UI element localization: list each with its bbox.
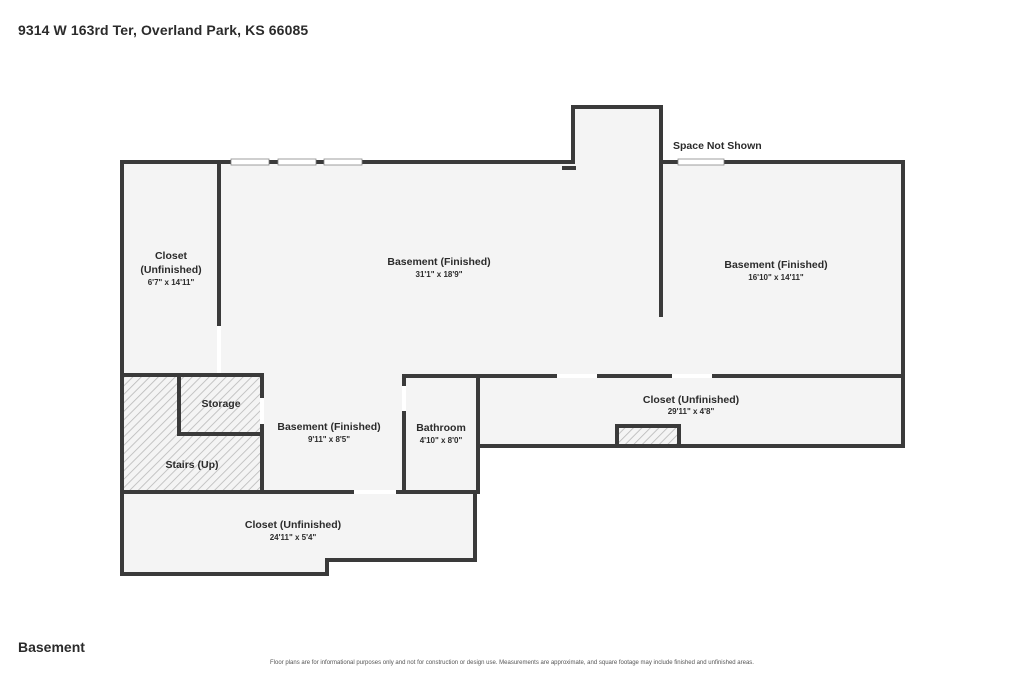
room-bathroom: Bathroom 4'10" x 8'0": [416, 422, 466, 445]
room-dimensions: 6'7" x 14'11": [148, 278, 195, 287]
room-stairs: Stairs (Up): [165, 459, 218, 471]
room-dimensions: 4'10" x 8'0": [420, 436, 463, 445]
space-not-shown-label: Space Not Shown: [673, 140, 762, 152]
room-dimensions: 31'1" x 18'9": [416, 270, 463, 279]
floor-main: [122, 107, 903, 574]
window-top-3: [323, 158, 363, 166]
doorway-closet-right-2: [672, 374, 712, 378]
doorway-storage: [260, 398, 264, 424]
room-storage: Storage: [201, 398, 240, 410]
window-top-1: [230, 158, 270, 166]
doorway-closet-bottom: [354, 490, 396, 494]
room-name-line2: (Unfinished): [140, 264, 201, 276]
room-dimensions: 29'11" x 4'8": [668, 407, 715, 416]
room-name: Closet (Unfinished): [643, 394, 739, 406]
room-basement-small: Basement (Finished) 9'11" x 8'5": [277, 421, 380, 444]
room-name: Closet: [155, 250, 188, 262]
doorway-closet-left: [217, 326, 221, 373]
room-name: Basement (Finished): [387, 256, 490, 268]
window-top-4: [677, 158, 725, 166]
doorway-closet-right-1: [557, 374, 597, 378]
property-address: 9314 W 163rd Ter, Overland Park, KS 6608…: [18, 22, 309, 38]
room-dimensions: 24'11" x 5'4": [270, 533, 317, 542]
room-closet-right: Closet (Unfinished) 29'11" x 4'8": [643, 394, 739, 416]
room-basement-main: Basement (Finished) 31'1" x 18'9": [387, 256, 490, 279]
fireplace-wall: [615, 424, 681, 448]
storage-inner-wall: [177, 373, 264, 436]
floors: [122, 107, 903, 574]
room-dimensions: 16'10" x 14'11": [748, 273, 804, 282]
room-name: Basement (Finished): [724, 259, 827, 271]
room-closet-bottom: Closet (Unfinished) 24'11" x 5'4": [245, 519, 341, 542]
room-name: Stairs (Up): [165, 459, 218, 471]
room-closet-left: Closet (Unfinished) 6'7" x 14'11": [140, 250, 201, 287]
window-top-2: [277, 158, 317, 166]
openings: [217, 158, 725, 494]
doorway-bath: [402, 386, 406, 411]
walls: [120, 105, 905, 576]
room-name: Bathroom: [416, 422, 466, 434]
room-dimensions: 9'11" x 8'5": [308, 435, 350, 444]
disclaimer-text: Floor plans are for informational purpos…: [270, 660, 754, 666]
fireplace-hatch: [617, 427, 679, 444]
room-basement-right: Basement (Finished) 16'10" x 14'11": [724, 259, 827, 282]
room-name: Storage: [201, 398, 240, 410]
floor-level-label: Basement: [18, 639, 85, 655]
room-name: Closet (Unfinished): [245, 519, 341, 531]
room-name: Basement (Finished): [277, 421, 380, 433]
